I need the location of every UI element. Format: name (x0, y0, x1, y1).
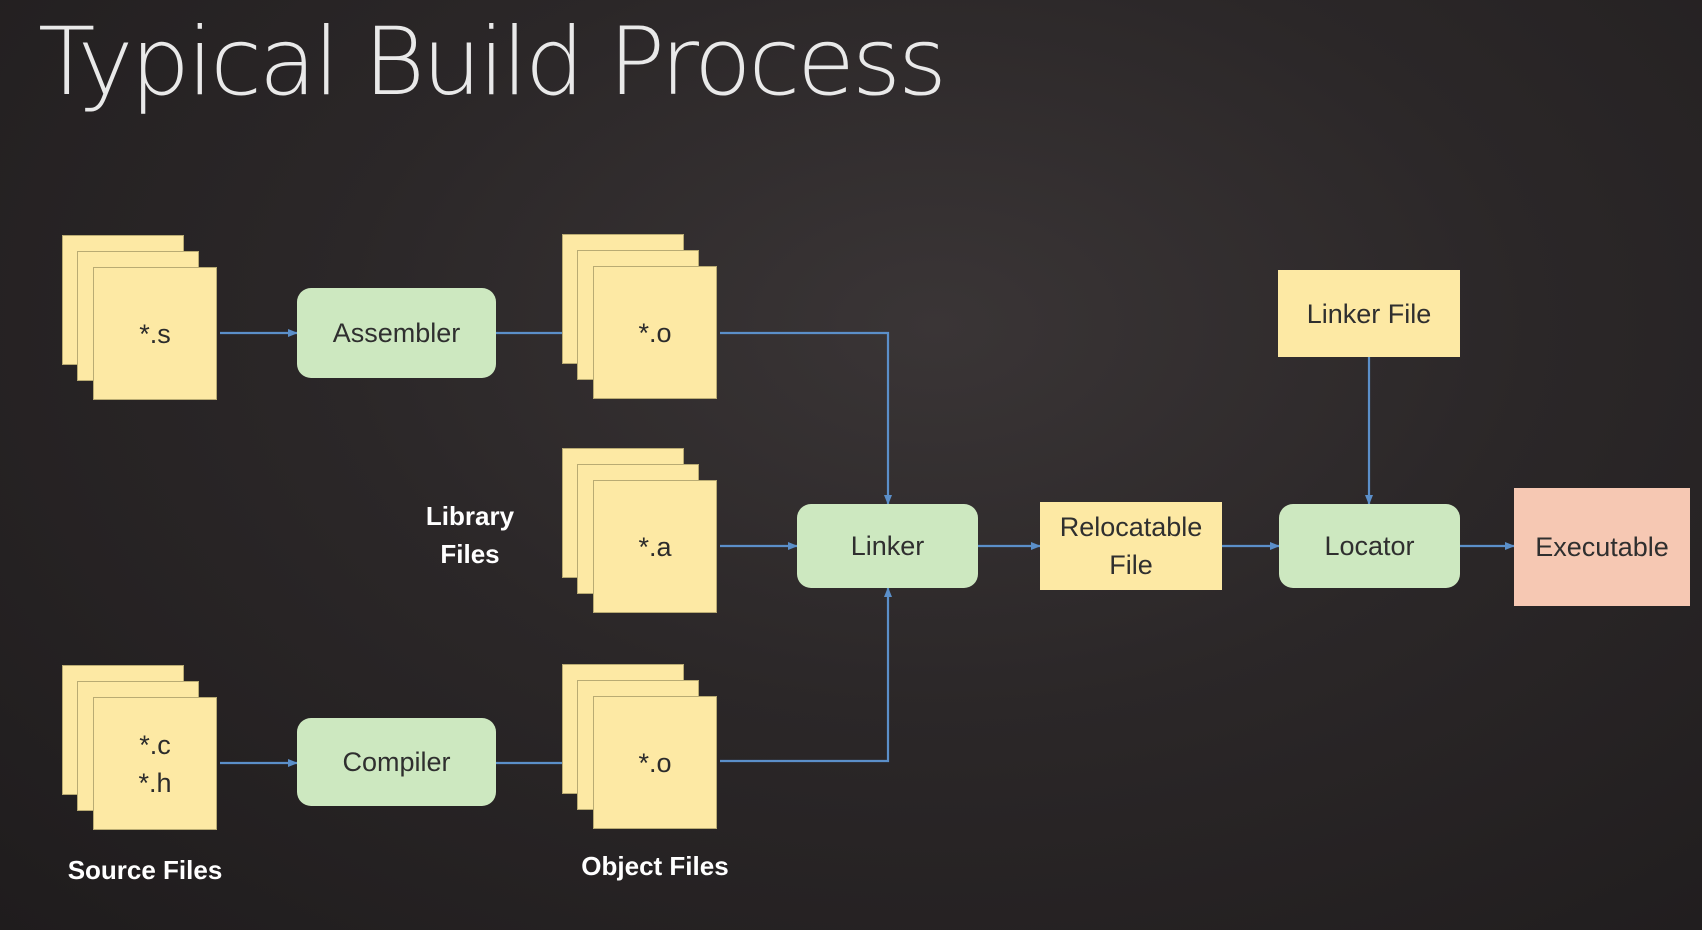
linker-node: Linker (797, 504, 978, 588)
object-bottom-label: *.o (638, 747, 672, 778)
file-sheet-front: *.c *.h (93, 697, 217, 830)
object-top-label: *.o (638, 317, 672, 348)
linker-file-label: Linker File (1306, 298, 1432, 329)
asm-source-label: *.s (139, 318, 171, 349)
library-label: *.a (638, 531, 672, 562)
library-caption-line2: Files (440, 539, 500, 569)
c-source-label: *.c (139, 729, 171, 760)
source-files-caption: Source Files (67, 855, 223, 885)
compiler-node: Compiler (297, 718, 496, 806)
c-source-files-stack: *.c *.h (62, 665, 217, 830)
arrow-o-top-to-linker (720, 331, 892, 505)
file-sheet-front: *.a (593, 480, 717, 613)
object-files-stack-bottom: *.o (562, 664, 717, 829)
assembler-node: Assembler (297, 288, 496, 378)
object-files-caption: Object Files (581, 851, 729, 881)
relocatable-file-node: Relocatable File (1040, 502, 1222, 590)
library-caption-line1: Library (425, 501, 515, 531)
assembler-label: Assembler (332, 318, 461, 348)
arrow-o-bottom-to-linker (720, 587, 892, 763)
library-files-stack: *.a (562, 448, 717, 613)
locator-node: Locator (1279, 504, 1460, 588)
asm-source-files-stack: *.s (62, 235, 217, 400)
relocatable-label-line1: Relocatable (1059, 512, 1203, 542)
library-files-caption: Library Files (405, 497, 535, 573)
compiler-label: Compiler (342, 747, 451, 777)
h-source-label: *.h (138, 767, 172, 798)
executable-label: Executable (1535, 532, 1669, 562)
file-sheet-front: *.s (93, 267, 217, 400)
linker-file-node: Linker File (1278, 270, 1460, 357)
linker-label: Linker (850, 531, 925, 561)
object-files-stack-top: *.o (562, 234, 717, 399)
executable-node: Executable (1514, 488, 1690, 606)
page-title: Typical Build Process (38, 8, 947, 117)
file-sheet-front: *.o (593, 696, 717, 829)
file-sheet-front: *.o (593, 266, 717, 399)
locator-label: Locator (1324, 531, 1415, 561)
relocatable-label-line2: File (1109, 550, 1153, 580)
